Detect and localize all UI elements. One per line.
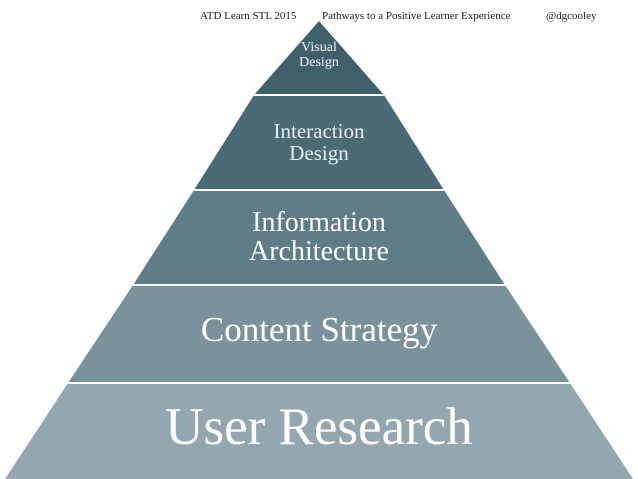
tier-label-line: User Research (165, 398, 473, 456)
header-author-handle: @dgcooley (546, 10, 597, 22)
tier-label-line: Content Strategy (200, 310, 438, 349)
tier-label-information-architecture: Information Architecture (249, 208, 389, 267)
tier-label-line: Design (299, 54, 339, 70)
tier-label-line: Design (289, 141, 349, 166)
tier-label-line: Architecture (249, 236, 389, 268)
tier-content-strategy (68, 285, 570, 383)
tier-interaction-design (194, 95, 444, 190)
tier-label-line: Interaction (273, 119, 365, 143)
tier-label-content-strategy: Content Strategy (200, 310, 438, 349)
tier-label-user-research: User Research (165, 398, 473, 456)
slide-page-number: 15 (588, 452, 599, 464)
tier-user-research (5, 383, 633, 479)
tier-visual-design (254, 21, 384, 95)
tier-label-line: Information (252, 207, 386, 238)
tier-information-architecture (133, 190, 505, 285)
tier-label-interaction-design: Interaction Design (274, 120, 365, 164)
tier-label-visual-design: Visual Design (299, 40, 339, 70)
slide-header: ATD Learn STL 2015 Pathways to a Positiv… (0, 10, 638, 26)
tier-label-line: Visual (301, 40, 337, 55)
header-event-name: ATD Learn STL 2015 (200, 10, 297, 22)
header-presentation-title: Pathways to a Positive Learner Experienc… (322, 10, 511, 22)
